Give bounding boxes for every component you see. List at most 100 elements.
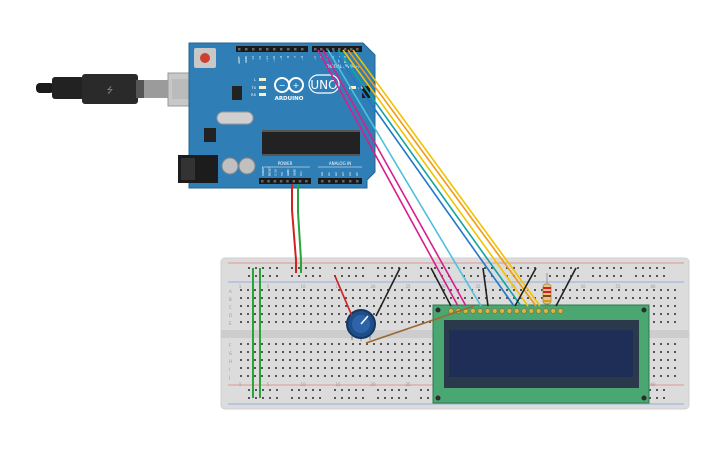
breadboard-hole[interactable] [282,305,284,307]
breadboard-hole[interactable] [674,321,676,323]
breadboard-hole[interactable] [387,343,389,345]
header-pin[interactable] [356,48,359,51]
breadboard-hole[interactable] [562,289,564,291]
breadboard-hole[interactable] [303,367,305,369]
breadboard-hole[interactable] [541,289,543,291]
breadboard-hole[interactable] [464,289,466,291]
breadboard-hole[interactable] [331,359,333,361]
breadboard-hole[interactable] [549,267,551,269]
breadboard-hole[interactable] [491,267,493,269]
breadboard-hole[interactable] [240,321,242,323]
breadboard-hole[interactable] [341,267,343,269]
breadboard-hole[interactable] [262,389,264,391]
breadboard-hole[interactable] [345,289,347,291]
breadboard-hole[interactable] [660,367,662,369]
breadboard-hole[interactable] [391,267,393,269]
breadboard-hole[interactable] [289,367,291,369]
wire-yellow[interactable] [342,49,529,307]
breadboard-hole[interactable] [420,267,422,269]
breadboard-hole[interactable] [441,267,443,269]
breadboard-hole[interactable] [443,289,445,291]
breadboard-hole[interactable] [317,343,319,345]
breadboard-hole[interactable] [261,343,263,345]
breadboard-hole[interactable] [387,359,389,361]
breadboard-hole[interactable] [394,289,396,291]
breadboard-hole[interactable] [656,275,658,277]
breadboard-hole[interactable] [387,375,389,377]
breadboard-hole[interactable] [254,289,256,291]
breadboard-hole[interactable] [674,313,676,315]
breadboard-hole[interactable] [667,343,669,345]
breadboard-hole[interactable] [408,305,410,307]
breadboard-hole[interactable] [275,375,277,377]
breadboard-hole[interactable] [324,305,326,307]
breadboard-hole[interactable] [275,321,277,323]
breadboard-hole[interactable] [296,375,298,377]
wire-black-4[interactable] [555,267,577,307]
breadboard-hole[interactable] [305,397,307,399]
breadboard-hole[interactable] [305,267,307,269]
breadboard-hole[interactable] [506,289,508,291]
wire-yellow-2[interactable] [352,49,541,307]
header-pin[interactable] [294,48,297,51]
breadboard-hole[interactable] [275,367,277,369]
header-pin[interactable] [321,180,324,183]
breadboard-hole[interactable] [611,297,613,299]
breadboard-hole[interactable] [373,305,375,307]
breadboard-hole[interactable] [663,389,665,391]
breadboard-hole[interactable] [660,343,662,345]
breadboard-hole[interactable] [484,275,486,277]
breadboard-hole[interactable] [660,289,662,291]
wire-5v-red[interactable] [291,184,297,273]
breadboard-hole[interactable] [359,297,361,299]
breadboard-hole[interactable] [261,359,263,361]
breadboard-hole[interactable] [663,397,665,399]
breadboard-hole[interactable] [422,321,424,323]
breadboard-hole[interactable] [338,313,340,315]
breadboard-hole[interactable] [387,367,389,369]
breadboard-hole[interactable] [556,275,558,277]
breadboard-hole[interactable] [520,275,522,277]
breadboard-hole[interactable] [359,305,361,307]
breadboard-hole[interactable] [317,359,319,361]
breadboard-hole[interactable] [289,297,291,299]
breadboard-hole[interactable] [373,351,375,353]
breadboard-hole[interactable] [415,313,417,315]
breadboard-hole[interactable] [345,305,347,307]
breadboard-hole[interactable] [345,297,347,299]
breadboard-hole[interactable] [429,351,431,353]
breadboard-hole[interactable] [298,267,300,269]
breadboard-hole[interactable] [262,275,264,277]
breadboard-hole[interactable] [401,289,403,291]
header-pin[interactable] [305,180,308,183]
lcd-pin[interactable] [521,308,527,314]
breadboard-hole[interactable] [310,297,312,299]
header-pin[interactable] [259,48,262,51]
breadboard-hole[interactable] [331,321,333,323]
breadboard-hole[interactable] [667,289,669,291]
wire-blue[interactable] [332,49,515,307]
breadboard-hole[interactable] [248,389,250,391]
breadboard-hole[interactable] [592,267,594,269]
breadboard-hole[interactable] [282,289,284,291]
breadboard-hole[interactable] [254,313,256,315]
breadboard-hole[interactable] [422,351,424,353]
breadboard-hole[interactable] [380,351,382,353]
breadboard-hole[interactable] [291,275,293,277]
breadboard-hole[interactable] [394,367,396,369]
breadboard-hole[interactable] [384,389,386,391]
breadboard-hole[interactable] [291,389,293,391]
breadboard-hole[interactable] [394,321,396,323]
breadboard-hole[interactable] [254,359,256,361]
breadboard-hole[interactable] [549,275,551,277]
breadboard-hole[interactable] [394,297,396,299]
breadboard-hole[interactable] [401,375,403,377]
header-pin[interactable] [335,180,338,183]
breadboard-hole[interactable] [282,297,284,299]
breadboard-hole[interactable] [276,397,278,399]
breadboard-hole[interactable] [597,297,599,299]
breadboard-hole[interactable] [387,313,389,315]
breadboard-hole[interactable] [373,343,375,345]
breadboard-hole[interactable] [427,397,429,399]
breadboard-hole[interactable] [513,289,515,291]
